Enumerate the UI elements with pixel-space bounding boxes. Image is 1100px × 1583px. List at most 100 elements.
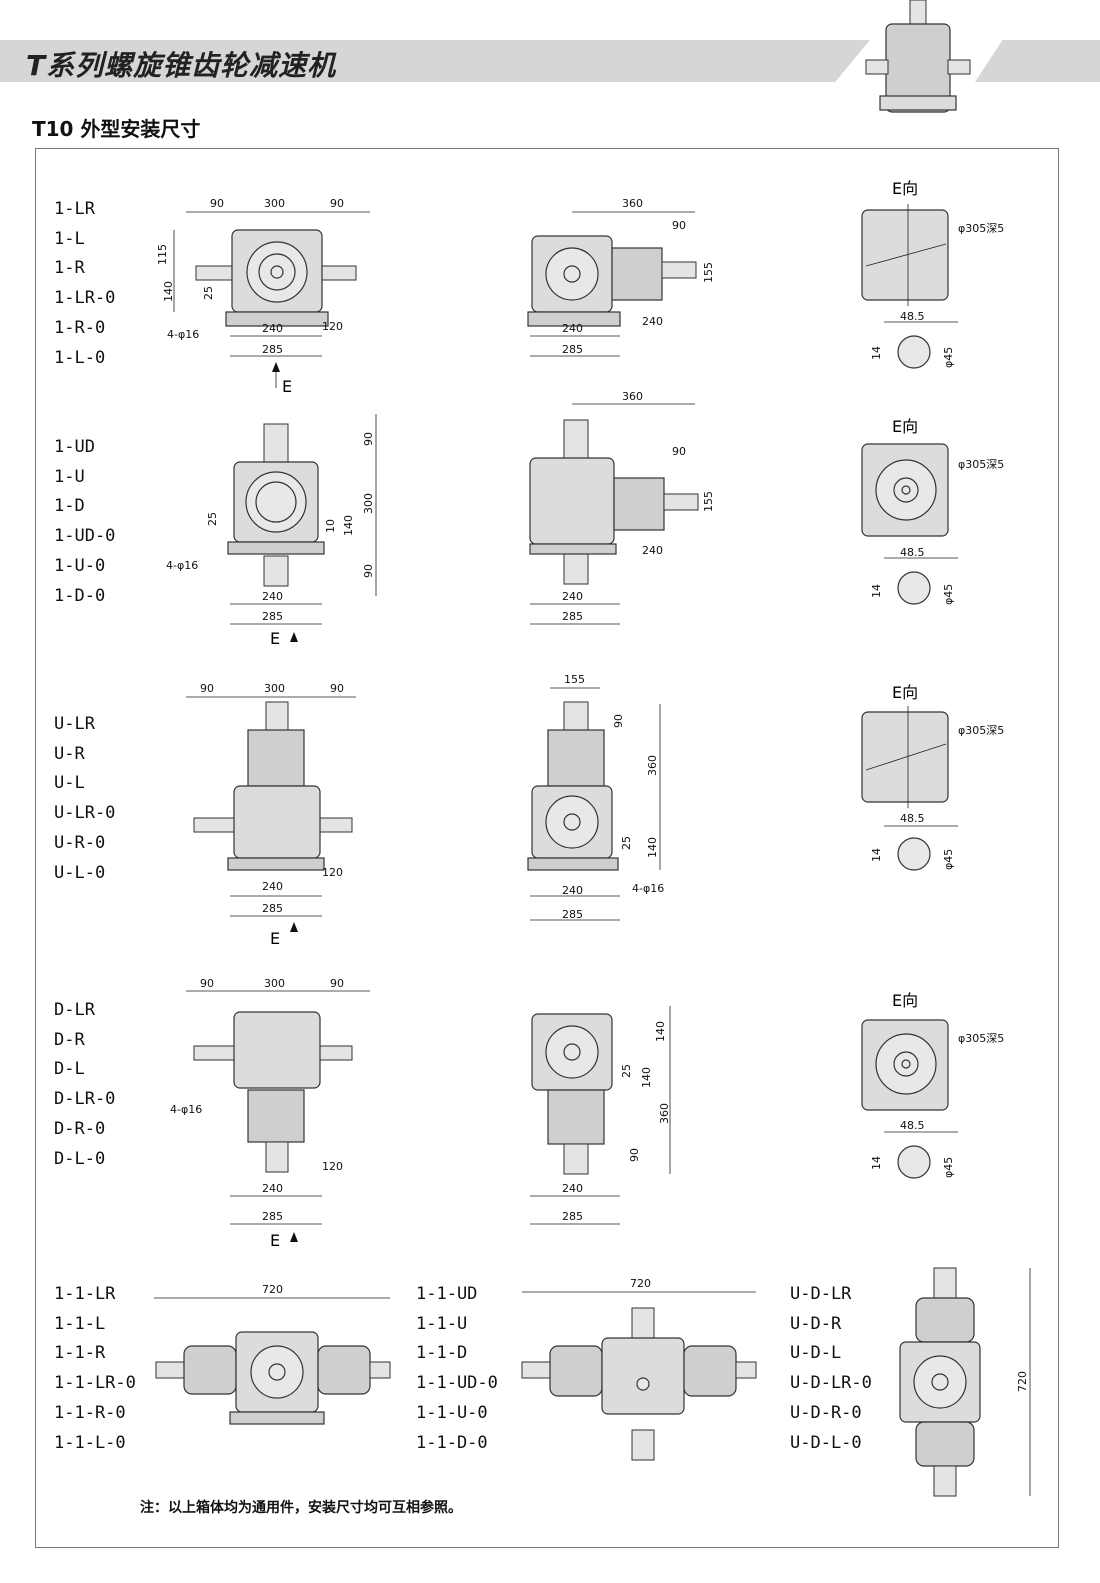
model-code: U-R: [54, 743, 85, 764]
model-code: 1-1-R: [54, 1343, 106, 1364]
dim-holes: 4-φ16: [632, 882, 664, 895]
model-code: D-R: [54, 1029, 85, 1050]
dim-holes: 4-φ16: [166, 559, 198, 572]
view-1-e: [861, 204, 958, 369]
dim-90: 90: [672, 219, 686, 232]
view-1-1-front: [154, 1297, 391, 1425]
model-code: 1-U: [54, 466, 85, 487]
view-1-1-side: [521, 1291, 757, 1461]
footnote: 注：以上箱体均为通用件，安装尺寸均可互相参照。: [140, 1500, 462, 1516]
dim-90: 90: [612, 714, 625, 728]
dim-300: 300: [362, 493, 375, 514]
model-code: U-LR: [54, 714, 95, 734]
dim-300: 300: [264, 682, 285, 695]
dim-285: 285: [262, 1210, 283, 1223]
dim-240: 240: [262, 322, 283, 335]
dim-240: 240: [562, 1182, 583, 1195]
e-arrow-label: E: [282, 377, 292, 396]
view-1-front: [173, 211, 370, 388]
model-code: U-D-L: [790, 1343, 842, 1364]
dim-285: 285: [562, 343, 583, 356]
dim-240: 240: [562, 322, 583, 335]
dim-300: 300: [264, 977, 285, 990]
dim-10: 10: [324, 519, 337, 533]
model-code: U-D-R-0: [790, 1402, 862, 1423]
model-code: U-L: [54, 773, 85, 794]
model-code: U-D-L-0: [790, 1432, 862, 1453]
dim-240: 240: [262, 880, 283, 893]
page-title: T系列螺旋锥齿轮减速机: [26, 49, 337, 82]
e-view-label: E向: [892, 991, 918, 1010]
dim-25: 25: [620, 836, 633, 850]
model-code: 1-1-UD: [416, 1284, 478, 1304]
dim-155: 155: [702, 262, 715, 283]
dim-140: 140: [162, 281, 175, 302]
dim-phi45: φ45: [942, 584, 955, 605]
dim-140: 140: [654, 1021, 667, 1042]
model-code: 1-1-D: [416, 1343, 468, 1364]
view-4-e: [861, 1019, 958, 1179]
dim-25: 25: [620, 1064, 633, 1078]
dim-holes: 4-φ16: [167, 328, 199, 341]
dim-90: 90: [210, 197, 224, 210]
dim-720: 720: [1016, 1371, 1029, 1392]
model-code: 1-1-L: [54, 1313, 106, 1334]
dim-25: 25: [206, 512, 219, 526]
model-code: U-D-LR-0: [790, 1373, 872, 1394]
model-code: 1-LR: [54, 199, 95, 219]
model-code: D-LR-0: [54, 1089, 116, 1110]
dim-48-5: 48.5: [900, 1119, 925, 1132]
dim-240: 240: [562, 590, 583, 603]
model-code: D-L-0: [54, 1148, 106, 1169]
model-code: U-LR-0: [54, 803, 116, 824]
view-3-front: [186, 696, 356, 932]
model-code: 1-1-U: [416, 1313, 468, 1334]
dim-phi305: φ305深5: [958, 458, 1004, 471]
dim-48-5: 48.5: [900, 546, 925, 559]
model-code: U-D-LR: [790, 1284, 852, 1304]
model-list-group-2: 1-UD 1-U 1-D 1-UD-0 1-U-0 1-D-0: [54, 433, 115, 611]
dim-25: 25: [202, 286, 215, 300]
view-2-front: [227, 414, 377, 642]
dim-phi45: φ45: [942, 1157, 955, 1178]
dim-90: 90: [628, 1148, 641, 1162]
dim-120: 120: [322, 320, 343, 333]
model-code: 1-1-UD-0: [416, 1373, 498, 1394]
view-2-e: [861, 443, 958, 605]
dim-14: 14: [870, 584, 883, 598]
model-code: 1-1-D-0: [416, 1432, 488, 1453]
e-view-label: E向: [892, 179, 918, 198]
dim-140: 140: [342, 515, 355, 536]
view-2-side: [529, 403, 699, 625]
model-code: 1-1-LR: [54, 1284, 116, 1304]
dim-phi305: φ305深5: [958, 1032, 1004, 1045]
dim-14: 14: [870, 1156, 883, 1170]
dim-120: 120: [322, 866, 343, 879]
dim-720: 720: [630, 1277, 651, 1290]
e-arrow-label: E: [270, 929, 280, 948]
dim-holes: 4-φ16: [170, 1103, 202, 1116]
view-1-side: [527, 211, 697, 357]
model-code: 1-LR-0: [54, 288, 116, 309]
dim-240: 240: [642, 544, 663, 557]
model-code: 1-D-0: [54, 585, 106, 606]
dim-360: 360: [658, 1103, 671, 1124]
dim-90: 90: [330, 977, 344, 990]
model-code: 1-U-0: [54, 555, 106, 576]
dim-300: 300: [264, 197, 285, 210]
dim-phi305: φ305深5: [958, 222, 1004, 235]
model-code: 1-UD: [54, 437, 95, 457]
dim-90: 90: [330, 197, 344, 210]
dim-240: 240: [262, 590, 283, 603]
dim-48-5: 48.5: [900, 812, 925, 825]
model-list-group-1: 1-LR 1-L 1-R 1-LR-0 1-R-0 1-L-0: [54, 195, 115, 373]
view-3-side: [527, 687, 661, 921]
view-u-d-front: [899, 1267, 1031, 1497]
model-code: 1-1-U-0: [416, 1402, 488, 1423]
model-list-group-3: U-LR U-R U-L U-LR-0 U-R-0 U-L-0: [54, 710, 115, 888]
model-code: 1-L: [54, 228, 85, 249]
model-list-bottom-2: 1-1-UD 1-1-U 1-1-D 1-1-UD-0 1-1-U-0 1-1-…: [416, 1280, 498, 1458]
dim-285: 285: [262, 902, 283, 915]
dim-phi45: φ45: [942, 849, 955, 870]
view-3-e: [861, 706, 958, 871]
